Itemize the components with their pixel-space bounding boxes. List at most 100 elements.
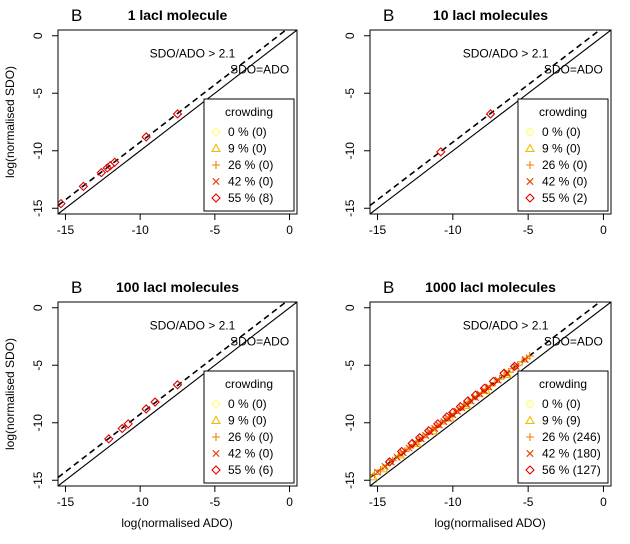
panel-title: 100 lacI molecules: [116, 279, 239, 295]
data-point: [499, 368, 509, 379]
data-point: [521, 355, 529, 364]
legend-label: 26 % (0): [228, 158, 273, 172]
y-tick-label: -10: [343, 414, 357, 432]
legend-marker: [211, 465, 221, 475]
data-points: [370, 352, 534, 481]
legend-marker: [526, 400, 534, 408]
legend-marker: [525, 415, 535, 425]
data-points: [58, 109, 183, 209]
data-point: [512, 362, 520, 370]
x-axis-label: log(normalised ADO): [121, 516, 232, 530]
data-point: [479, 383, 490, 394]
legend-label: 0 % (0): [228, 125, 267, 139]
legend-title: crowding: [225, 105, 273, 119]
threshold-line: [58, 302, 288, 479]
data-point: [488, 376, 499, 387]
legend-marker: [526, 128, 534, 136]
threshold-line: [370, 30, 602, 207]
legend-label: 9 % (0): [228, 414, 267, 428]
legend-marker: [212, 449, 220, 458]
data-point: [525, 352, 534, 361]
legend-marker: [212, 177, 220, 186]
legend-label: 26 % (246): [542, 430, 601, 444]
identity-label: SDO=ADO: [544, 335, 603, 349]
data-point: [485, 109, 496, 119]
y-tick-label: -15: [343, 471, 357, 489]
data-point: [433, 419, 443, 429]
x-tick-label: -10: [131, 223, 149, 237]
data-point: [381, 462, 389, 471]
data-point: [96, 167, 107, 178]
legend-label: 42 % (0): [228, 447, 273, 461]
data-point: [141, 132, 151, 142]
x-tick-label: -15: [57, 495, 75, 509]
legend-marker: [525, 193, 535, 203]
data-point: [463, 396, 473, 406]
reference-lines: [58, 302, 297, 486]
y-tick-label: -10: [31, 414, 45, 432]
data-point: [150, 397, 160, 407]
legend-label: 42 % (0): [542, 175, 587, 189]
x-tick-label: -10: [444, 223, 462, 237]
legend-box: [517, 370, 609, 484]
legend-label: 42 % (180): [542, 447, 601, 461]
x-tick-label: -5: [523, 495, 534, 509]
data-points: [104, 380, 183, 444]
y-tick-label: 0: [31, 304, 45, 311]
legend-marker: [526, 449, 534, 458]
legend-marker: [211, 193, 221, 203]
legend-box: [517, 98, 609, 212]
legend-marker: [212, 128, 220, 136]
identity-label: SDO=ADO: [230, 335, 289, 349]
data-point: [423, 426, 434, 436]
threshold-label: SDO/ADO > 2.1: [463, 47, 549, 61]
legend-label: 0 % (0): [542, 397, 581, 411]
threshold-label: SDO/ADO > 2.1: [463, 319, 549, 333]
x-tick-label: -5: [523, 223, 534, 237]
legend-label: 55 % (8): [228, 191, 273, 205]
legend-label: 9 % (0): [542, 142, 581, 156]
y-axis-label: log(normalised SDO): [3, 66, 17, 178]
legend-marker: [212, 400, 220, 408]
panel-title: 10 lacI molecules: [433, 7, 548, 23]
data-point: [436, 147, 446, 157]
legend-box: [203, 98, 295, 212]
data-point: [123, 419, 133, 429]
panel-letter: B: [383, 6, 394, 25]
data-point: [384, 457, 395, 467]
data-point: [378, 463, 389, 473]
legend-label: 9 % (9): [542, 414, 581, 428]
legend-label: 55 % (6): [228, 463, 273, 477]
panel-title: 1000 lacI molecules: [425, 279, 556, 295]
legend-marker: [212, 161, 220, 169]
legend-label: 42 % (0): [228, 175, 273, 189]
y-tick-label: -10: [31, 142, 45, 160]
identity-label: SDO=ADO: [230, 63, 289, 77]
data-point: [411, 439, 419, 448]
identity-label: SDO=ADO: [544, 63, 603, 77]
plot-frame: [369, 301, 612, 487]
panel-letter: B: [71, 6, 82, 25]
x-tick-label: -5: [210, 495, 221, 509]
x-tick-label: -15: [369, 495, 387, 509]
legend-title: crowding: [539, 105, 587, 119]
x-tick-label: 0: [286, 495, 293, 509]
x-axis-label: log(normalised ADO): [434, 516, 545, 530]
data-point: [442, 412, 452, 422]
data-point: [117, 423, 128, 434]
threshold-label: SDO/ADO > 2.1: [150, 319, 236, 333]
legend-marker: [526, 433, 534, 441]
y-tick-label: -5: [31, 360, 45, 371]
x-tick-label: -10: [444, 495, 462, 509]
threshold-line: [58, 30, 288, 207]
plot-frame: [57, 29, 298, 215]
x-tick-label: 0: [600, 223, 607, 237]
legend-label: 26 % (0): [228, 430, 273, 444]
data-point: [396, 446, 407, 457]
